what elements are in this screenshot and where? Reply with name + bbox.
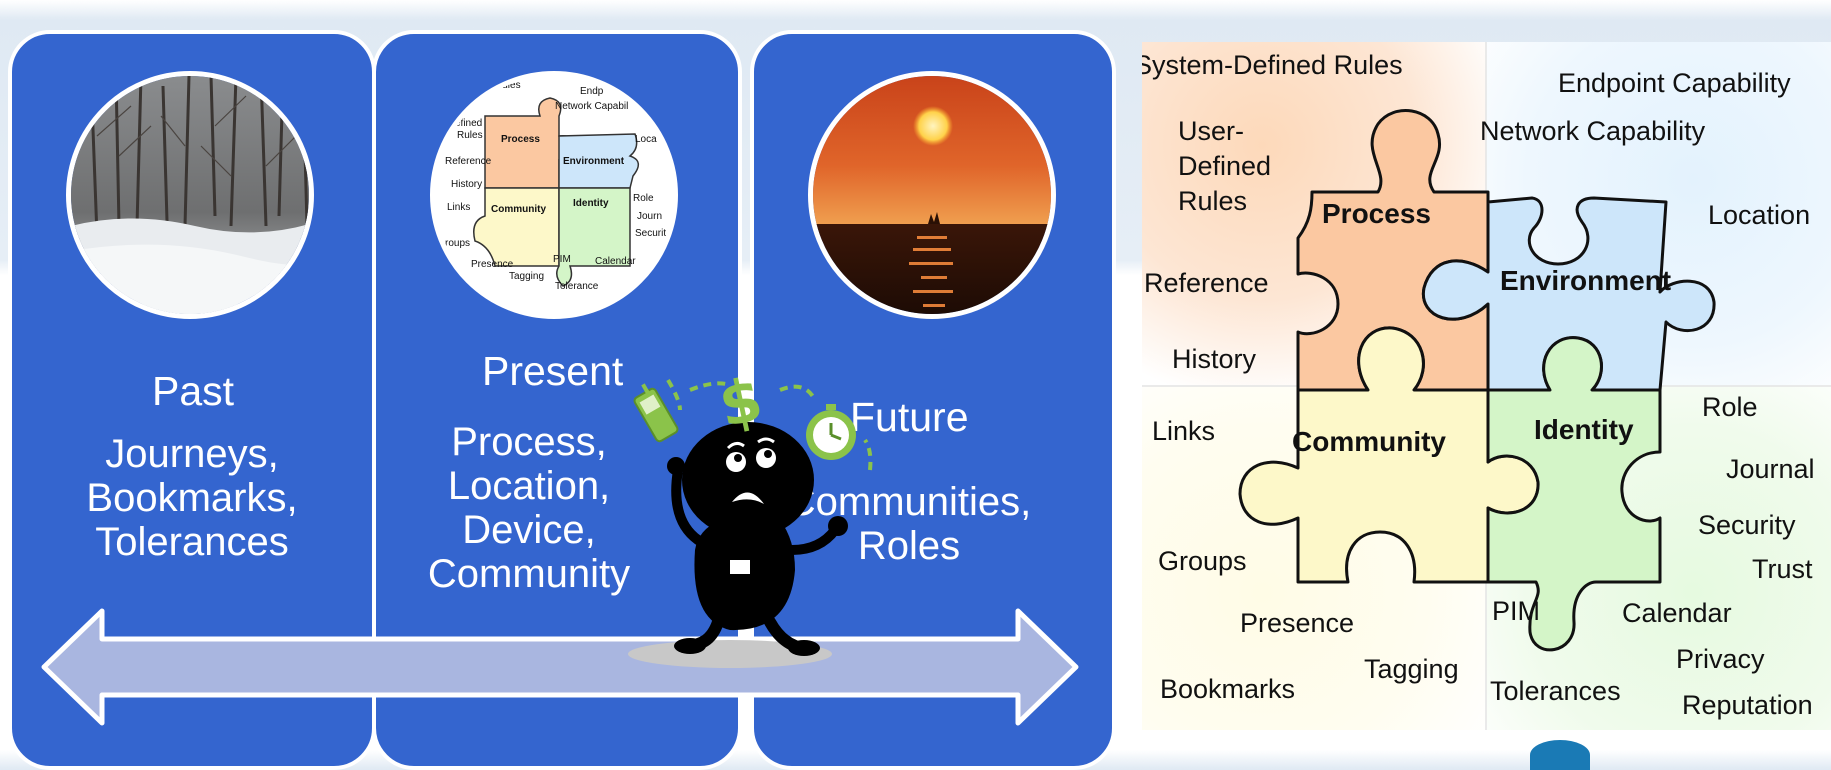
mini-label: Journ (637, 211, 663, 222)
label-trust: Trust (1752, 554, 1813, 584)
label-user-defined-rules-3: Rules (1178, 186, 1248, 216)
past-line-2: Bookmarks, (86, 476, 298, 520)
label-security: Security (1698, 510, 1796, 540)
label-reference: Reference (1144, 268, 1269, 298)
clock-icon (800, 402, 862, 469)
mini-label: PIM (553, 254, 571, 265)
winter-forest-photo (66, 71, 314, 319)
label-tagging: Tagging (1364, 654, 1459, 684)
juggling-character (628, 378, 873, 668)
label-history: History (1172, 344, 1257, 374)
mini-label: History (451, 179, 483, 190)
mini-label: Tagging (509, 271, 545, 282)
mini-label: Reference (445, 156, 492, 167)
sunset-sea-photo (808, 71, 1056, 319)
present-title: Present (482, 348, 624, 394)
mini-label: Rules (495, 80, 521, 91)
present-line-4: Community (427, 552, 631, 596)
label-groups: Groups (1158, 546, 1247, 576)
past-title: Past (152, 368, 235, 414)
mini-label: roups (445, 238, 471, 249)
present-line-2: Location, (447, 464, 611, 508)
label-endpoint-capability: Endpoint Capability (1558, 68, 1791, 98)
past-line-3: Tolerances (95, 520, 289, 564)
future-line-2: Roles (857, 524, 961, 568)
mini-label: Endp (580, 86, 604, 97)
mini-piece-process: Process (501, 134, 540, 145)
label-presence: Presence (1240, 608, 1355, 638)
label-user-defined-rules-2: Defined (1178, 151, 1272, 181)
label-tolerances: Tolerances (1490, 676, 1621, 706)
future-title: Future (850, 394, 969, 440)
future-line-1: Communities, (786, 480, 1032, 524)
mini-piece-identity: Identity (573, 198, 609, 209)
puzzle-diagram: Process Environment Community Identity S… (1142, 42, 1831, 730)
mini-label: Role (633, 193, 654, 204)
label-system-defined-rules: System-Defined Rules (1142, 50, 1403, 80)
mini-label: Tolerance (555, 281, 599, 292)
mini-puzzle-image: Rules Endp Network Capabil efined Rules … (430, 71, 678, 319)
mini-label: efined (455, 118, 483, 129)
mini-piece-environment: Environment (563, 156, 625, 167)
mini-label: Links (447, 202, 471, 213)
past-line-1: Journeys, (105, 432, 279, 476)
label-role: Role (1702, 392, 1758, 422)
label-pim: PIM (1492, 596, 1541, 626)
label-reputation: Reputation (1682, 690, 1813, 720)
piece-label-process: Process (1322, 198, 1431, 229)
label-calendar: Calendar (1622, 598, 1732, 628)
environment-piece (1421, 196, 1716, 392)
mini-label: Securit (635, 228, 667, 239)
label-location: Location (1708, 200, 1811, 230)
mini-label: Loca (635, 134, 657, 145)
mini-label: Calendar (595, 256, 636, 267)
mini-piece-community: Community (491, 204, 546, 215)
label-network-capability: Network Capability (1480, 116, 1706, 146)
logo-fragment (1530, 740, 1590, 770)
label-user-defined-rules-1: User- (1178, 116, 1244, 146)
mini-label: Network Capabil (555, 101, 629, 112)
label-privacy: Privacy (1676, 644, 1765, 674)
present-line-1: Process, (451, 420, 607, 464)
label-bookmarks: Bookmarks (1160, 674, 1296, 704)
label-links: Links (1152, 416, 1216, 446)
piece-label-environment: Environment (1500, 265, 1672, 296)
identity-piece (1486, 336, 1662, 652)
present-line-3: Device, (462, 508, 596, 552)
mini-label: Presence (471, 259, 514, 270)
mini-label: Rules (457, 130, 483, 141)
label-journal: Journal (1726, 454, 1815, 484)
phone-icon (632, 380, 680, 455)
timeline-double-arrow (41, 608, 1079, 726)
piece-label-community: Community (1292, 426, 1446, 457)
piece-label-identity: Identity (1534, 414, 1634, 445)
